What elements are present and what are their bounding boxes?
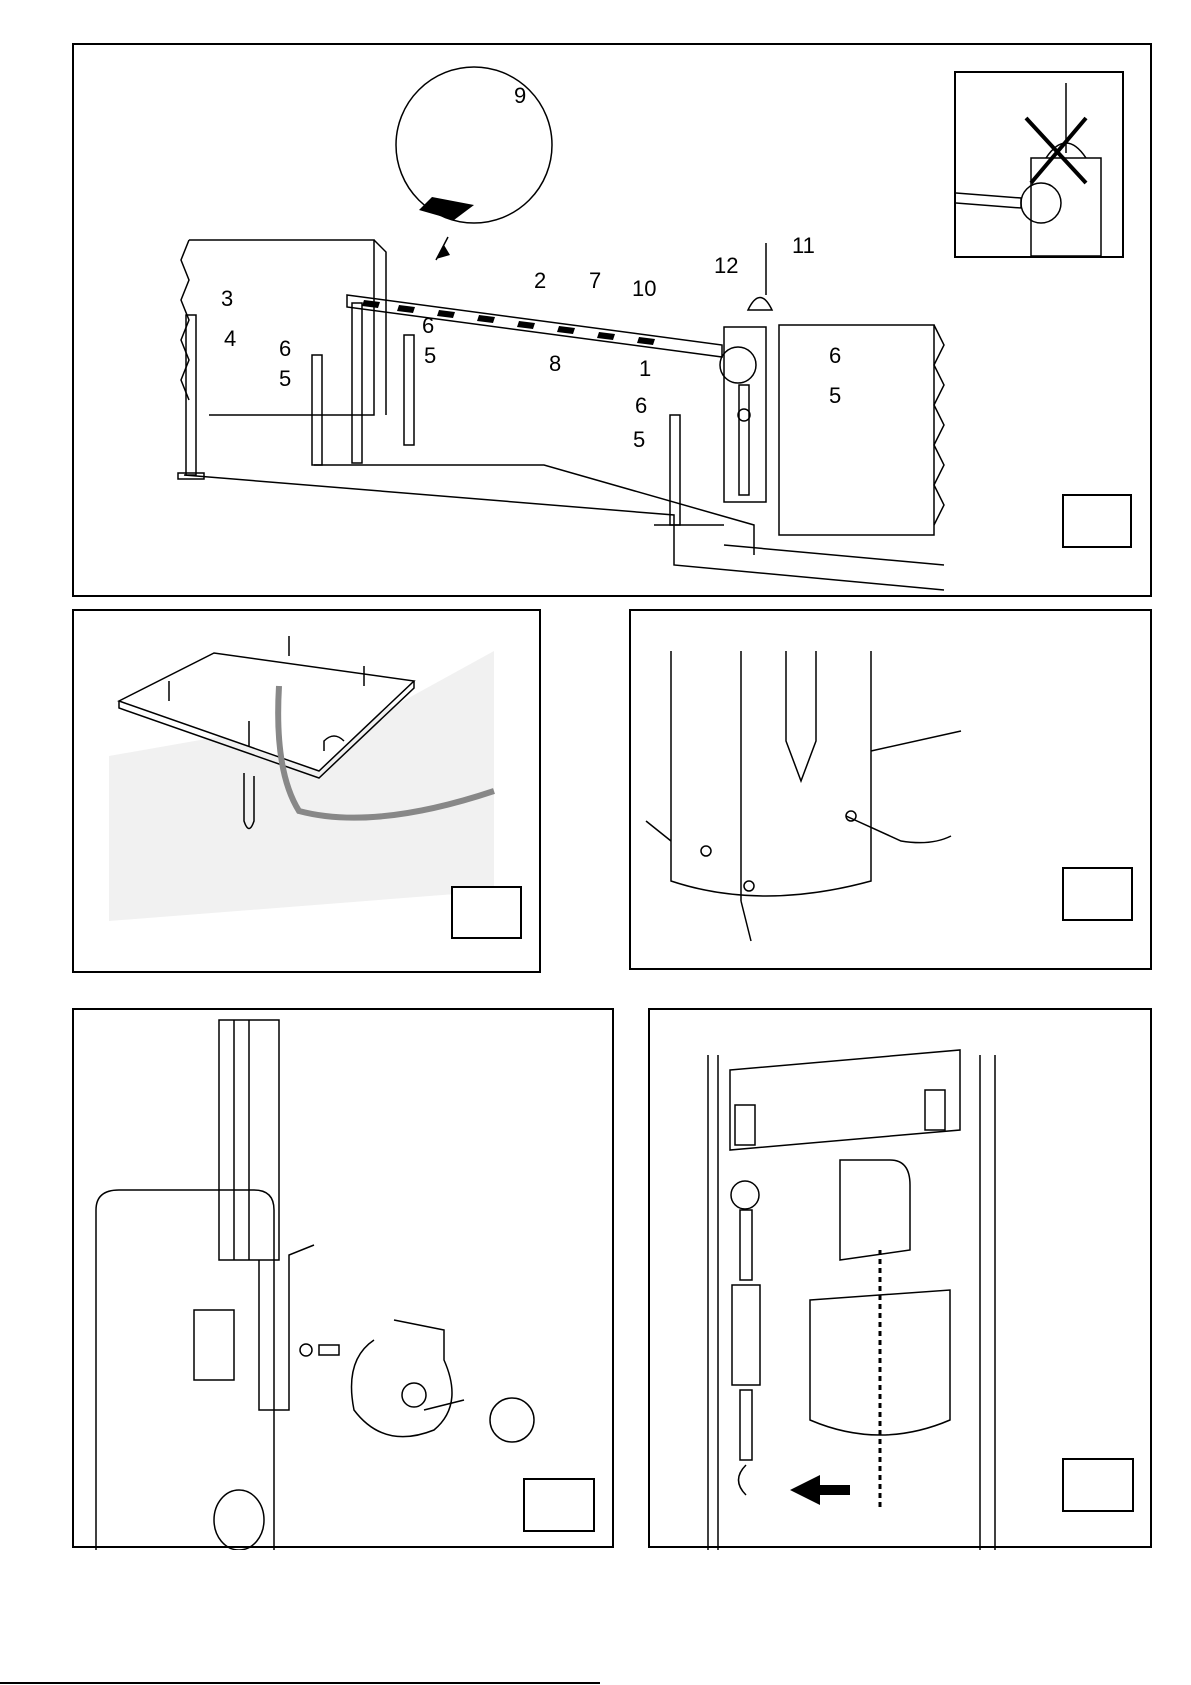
- callout-5: 5: [829, 383, 842, 408]
- callout-5: 5: [633, 427, 646, 452]
- crossed-lamp-illustration: [956, 83, 1102, 256]
- callout-8: 8: [549, 351, 562, 376]
- callout-12: 12: [714, 253, 739, 278]
- footer-rule: [0, 1682, 600, 1684]
- figure-number-box: [523, 1478, 595, 1532]
- callout-4: 4: [224, 326, 237, 351]
- callout-1: 1: [639, 356, 652, 381]
- figure-body-fixing-panel: [629, 609, 1152, 970]
- callout-6: 6: [279, 336, 292, 361]
- callout-9: 9: [514, 83, 527, 108]
- figure-overview-panel: 9 2 7 10 12 11 3 4 6 5 6 5 8 1 6 5 6 5: [72, 43, 1152, 597]
- figure-number-box: [1062, 494, 1132, 548]
- barrier-overview-illustration: [177, 66, 945, 591]
- callout-6: 6: [422, 313, 435, 338]
- arrow-left-icon: [790, 1475, 850, 1505]
- callout-5: 5: [424, 343, 437, 368]
- boom-support-illustration: [95, 1019, 535, 1550]
- callout-10: 10: [632, 276, 657, 301]
- figure-foundation-plate-panel: [72, 609, 541, 973]
- callout-5: 5: [279, 366, 292, 391]
- callout-3: 3: [221, 286, 234, 311]
- callout-2: 2: [534, 268, 547, 293]
- figure-number-box: [1062, 867, 1133, 921]
- body-fixing-wrench-illustration: [645, 651, 962, 942]
- callout-6: 6: [829, 343, 842, 368]
- spring-turnbuckle-illustration: [707, 1049, 996, 1550]
- foundation-plate-illustration: [109, 636, 495, 921]
- figure-boom-support-panel: [72, 1008, 614, 1550]
- callout-6: 6: [635, 393, 648, 418]
- callout-11: 11: [792, 233, 815, 258]
- inset-no-antenna-on-lamp: [954, 71, 1124, 258]
- figure-number-box: [1062, 1458, 1134, 1512]
- figure-spring-adjustment-panel: [648, 1008, 1152, 1550]
- callout-7: 7: [589, 268, 602, 293]
- figure-number-box: [451, 886, 522, 939]
